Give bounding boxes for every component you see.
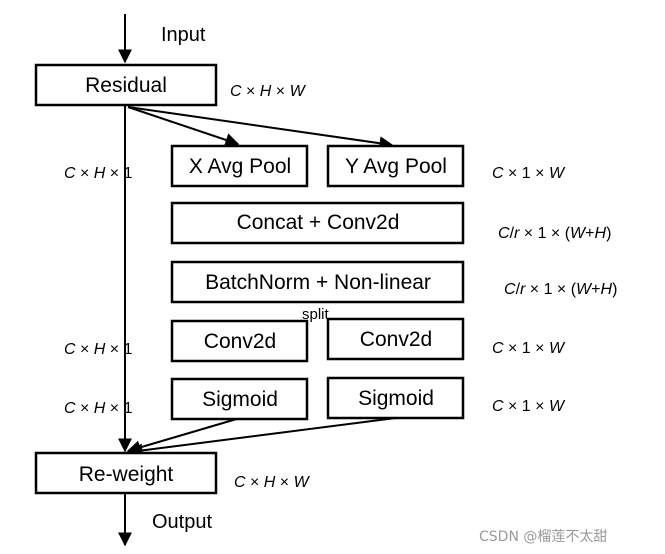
reweight-block: Re-weight [34, 451, 218, 495]
y-avg-pool-label: Y Avg Pool [345, 155, 447, 178]
left-pool-dims: C × H × 1 [64, 165, 133, 182]
csdn-watermark: CSDN @榴莲不太甜 [479, 529, 607, 545]
x-avg-pool-label: X Avg Pool [189, 155, 291, 178]
concat-conv2d-block: Concat + Conv2d [170, 201, 465, 245]
conv2d-right-block: Conv2d [326, 317, 465, 361]
concat-conv2d-label: Concat + Conv2d [237, 211, 400, 234]
residual-dims: C × H × W [230, 83, 307, 100]
input-label: Input [161, 24, 206, 46]
batchnorm-label: BatchNorm + Non-linear [205, 271, 431, 294]
x-avg-pool-block: X Avg Pool [170, 144, 309, 188]
sigmoid-left-block: Sigmoid [170, 377, 309, 421]
left-conv-dims: C × H × 1 [64, 341, 133, 358]
right-pool-dims: C × 1 × W [492, 165, 566, 182]
residual-block: Residual [34, 63, 218, 107]
right-conv-dims: C × 1 × W [492, 340, 566, 357]
conv2d-left-block: Conv2d [170, 319, 309, 363]
sigmoid-right-block: Sigmoid [326, 376, 465, 420]
reweight-dims: C × H × W [234, 474, 311, 491]
split-label: split [302, 306, 330, 323]
y-avg-pool-block: Y Avg Pool [326, 144, 465, 188]
residual-label: Residual [85, 74, 167, 97]
output-label: Output [152, 511, 212, 533]
sigmoid-left-label: Sigmoid [202, 388, 278, 411]
sigmoid-right-label: Sigmoid [358, 387, 434, 410]
batchnorm-dims: C/r × 1 × (W+H) [504, 281, 617, 298]
batchnorm-block: BatchNorm + Non-linear [170, 260, 465, 304]
reweight-label: Re-weight [79, 463, 174, 486]
right-sigmoid-dims: C × 1 × W [492, 398, 566, 415]
conv2d-right-label: Conv2d [360, 328, 432, 351]
left-sigmoid-dims: C × H × 1 [64, 400, 133, 417]
to-x-pool-arrow [127, 106, 240, 147]
sigmoid-right-to-reweight-arrow [128, 417, 397, 458]
concat-dims: C/r × 1 × (W+H) [498, 225, 611, 242]
sigmoid-left-to-reweight-arrow [126, 417, 241, 455]
conv2d-left-label: Conv2d [204, 330, 276, 353]
to-y-pool-arrow [127, 106, 394, 151]
